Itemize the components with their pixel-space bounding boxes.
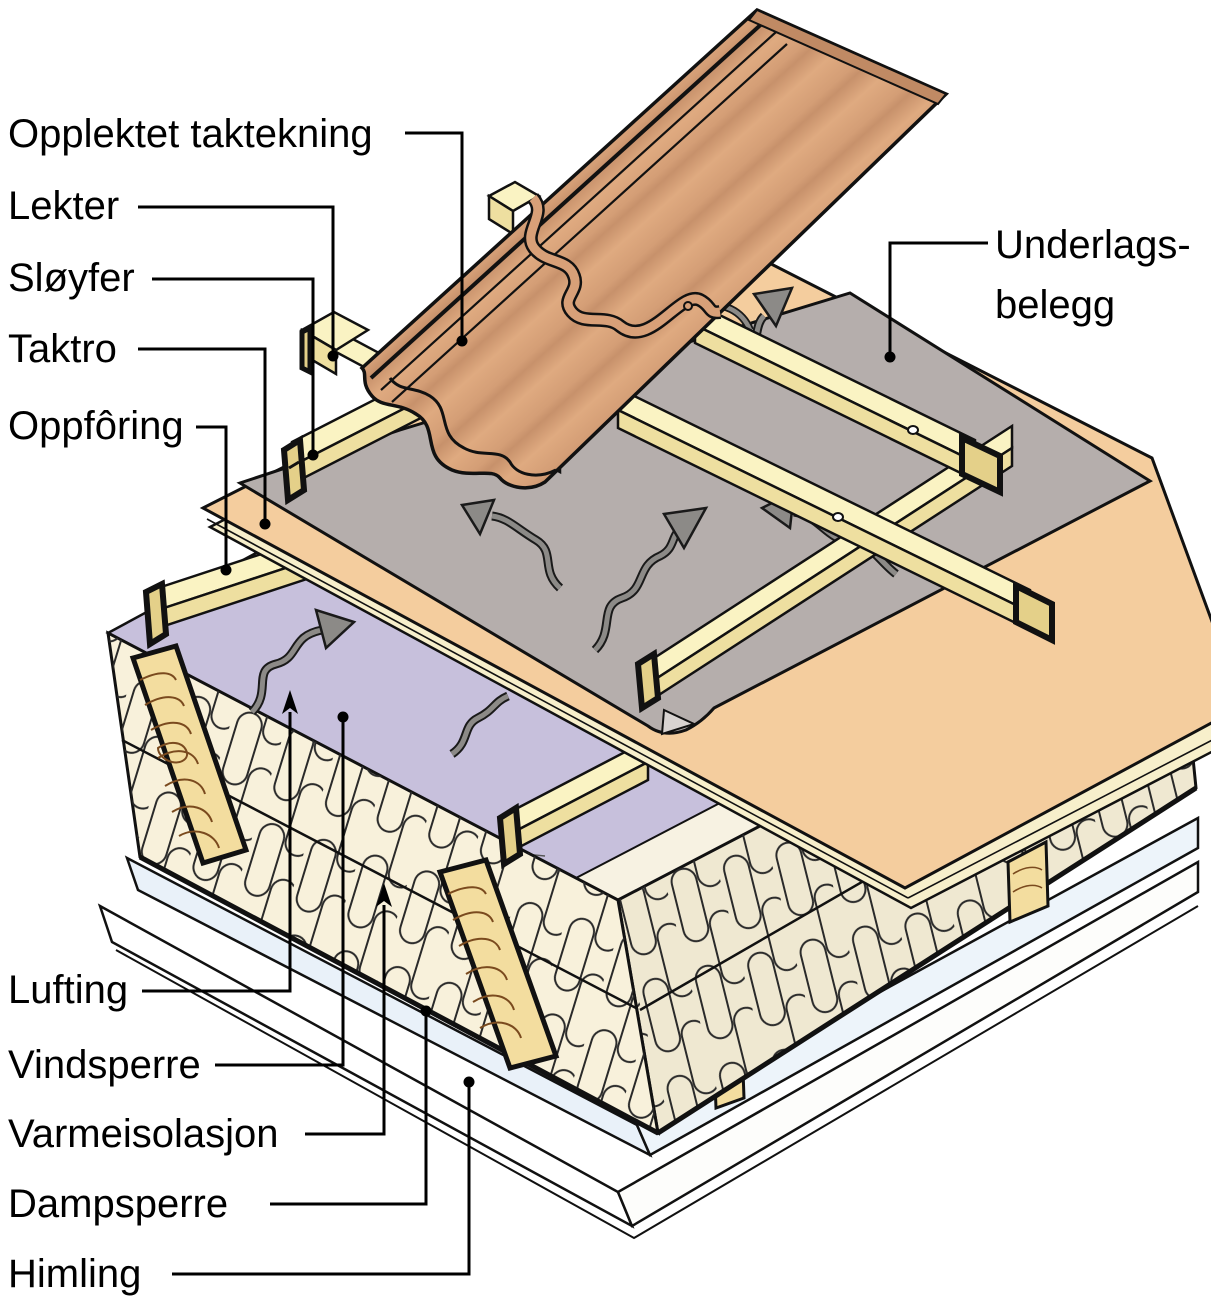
label-himling: Himling [8, 1252, 142, 1296]
leader-arrowhead-lufting [282, 690, 298, 714]
label-underlagsbelegg: Underlags- belegg [995, 215, 1191, 335]
leader-himling [172, 1082, 471, 1276]
label-dampsperre: Dampsperre [8, 1182, 229, 1226]
label-vindsperre: Vindsperre [8, 1043, 201, 1087]
roof-tiles [359, 7, 950, 490]
spacer-block [1006, 839, 1050, 925]
airflow-arrow [449, 691, 510, 758]
label-underlagsbelegg-line1: Underlags- [995, 223, 1191, 267]
leader-lines [138, 131, 988, 1276]
leader-lekter [138, 205, 335, 356]
label-lekter: Lekter [8, 184, 120, 228]
vapour-barrier-sheet [124, 815, 1200, 1158]
furring-strip [496, 737, 650, 870]
leader-opplektet-taktekning [405, 131, 464, 341]
leader-sloyfer [152, 277, 315, 455]
airflow-arrow [591, 506, 709, 654]
rafter-wood-grain [129, 642, 250, 867]
ceiling-board [97, 859, 1200, 1240]
label-varmeisolasjon: Varmeisolasjon [8, 1112, 279, 1156]
leader-underlagsbelegg [888, 241, 988, 357]
leader-lufting [142, 712, 292, 993]
label-taktro: Taktro [8, 327, 117, 371]
leader-dampsperre [270, 1011, 428, 1206]
label-oppforing: Oppfôring [8, 404, 184, 448]
label-lufting: Lufting [8, 968, 129, 1012]
leader-dots [220, 335, 896, 1088]
leader-arrowhead-varmeisolasjon [376, 883, 392, 907]
leader-vindsperre [215, 717, 345, 1067]
label-underlagsbelegg-line2: belegg [995, 283, 1116, 327]
label-opplektet-taktekning: Opplektet taktekning [8, 112, 373, 156]
leader-oppforing [196, 425, 228, 570]
airflow-arrow [248, 608, 357, 716]
leader-varmeisolasjon [305, 905, 386, 1136]
counter-batten [634, 423, 1014, 714]
rafter-wood-grain [436, 857, 560, 1071]
leader-taktro [138, 347, 267, 524]
label-sloyfer: Sløyfer [8, 256, 135, 300]
airflow-arrow [459, 498, 564, 592]
